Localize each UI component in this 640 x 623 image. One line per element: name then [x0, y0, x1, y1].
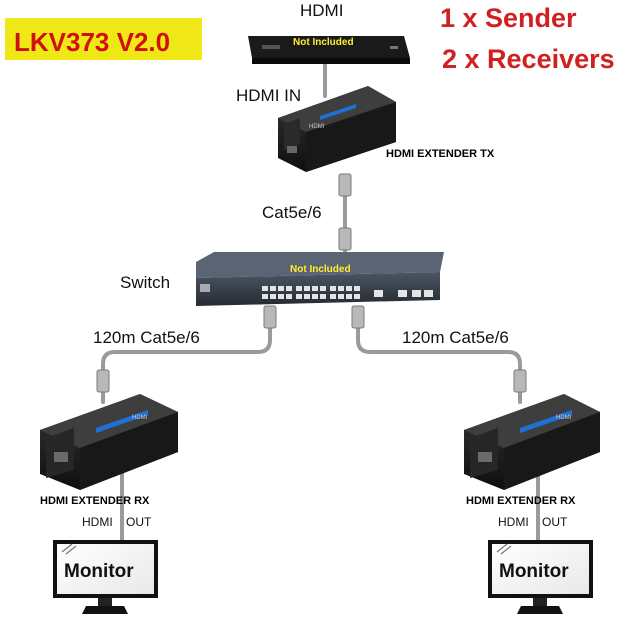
hdmi-source: HDMI Not Included — [248, 1, 410, 64]
left-link-label: 120m Cat5e/6 — [93, 328, 200, 347]
hdmi-port-icon — [287, 146, 297, 153]
headline: 1 x Sender 2 x Receivers — [440, 3, 615, 74]
rj45-plug-icon — [513, 369, 527, 393]
model-badge-bg — [5, 18, 202, 60]
switch-not-included: Not Included — [290, 264, 351, 275]
rj45-plug-icon — [338, 227, 352, 251]
hdmi-source-label: HDMI — [300, 1, 343, 20]
tx-device-icon — [278, 86, 396, 172]
model-badge: LKV373 V2.0 — [5, 18, 202, 60]
rx-left-device-text: HDMI — [132, 415, 148, 421]
rx-right-name: HDMI EXTENDER RX — [466, 495, 576, 507]
tx-device-text: HDMI — [309, 124, 325, 130]
right-link-label: 120m Cat5e/6 — [402, 328, 509, 347]
rx-left-out-a: HDMI — [82, 515, 113, 529]
source-not-included: Not Included — [293, 37, 354, 48]
left-link-cable — [101, 318, 272, 404]
headline-sender: 1 x Sender — [440, 3, 577, 33]
headline-receivers: 2 x Receivers — [442, 44, 615, 74]
rx-right-device-text: HDMI — [556, 415, 572, 421]
rj45-plug-icon — [338, 173, 352, 197]
model-badge-text: LKV373 V2.0 — [14, 27, 170, 57]
rx-right-out-b: OUT — [542, 515, 568, 529]
rj45-plug-icon — [263, 305, 277, 329]
rx-device-icon — [40, 394, 178, 490]
sender-unit: HDMI IN HDMI HDMI EXTENDER TX — [236, 86, 495, 172]
uplink-label: Cat5e/6 — [262, 203, 322, 222]
network-switch: Switch Not Included — [120, 252, 444, 306]
rj45-plug-icon — [96, 369, 110, 393]
rx-left-monitor-label: Monitor — [64, 561, 134, 582]
network-switch-icon — [196, 252, 444, 306]
rj45-plug-icon — [351, 305, 365, 329]
rx-right-monitor-label: Monitor — [499, 561, 569, 582]
monitor-icon — [53, 540, 158, 614]
blu-ray-player-icon — [248, 36, 410, 64]
hdmi-port-icon — [54, 452, 68, 462]
switch-label: Switch — [120, 273, 170, 292]
rx-left-out-b: OUT — [126, 515, 152, 529]
rx-device-icon — [464, 394, 600, 490]
hdmi-port-icon — [478, 452, 492, 462]
rx-left-name: HDMI EXTENDER RX — [40, 495, 150, 507]
tx-name: HDMI EXTENDER TX — [386, 148, 495, 160]
receiver-left: HDMI HDMI EXTENDER RX HDMI OUT Monitor — [40, 394, 178, 614]
rj45-plugs — [96, 173, 527, 393]
right-link-cable — [356, 316, 522, 404]
receiver-right: HDMI HDMI EXTENDER RX HDMI OUT Monitor — [464, 394, 600, 614]
rx-right-out-a: HDMI — [498, 515, 529, 529]
monitor-icon — [488, 540, 593, 614]
hdmi-in-label: HDMI IN — [236, 86, 301, 105]
